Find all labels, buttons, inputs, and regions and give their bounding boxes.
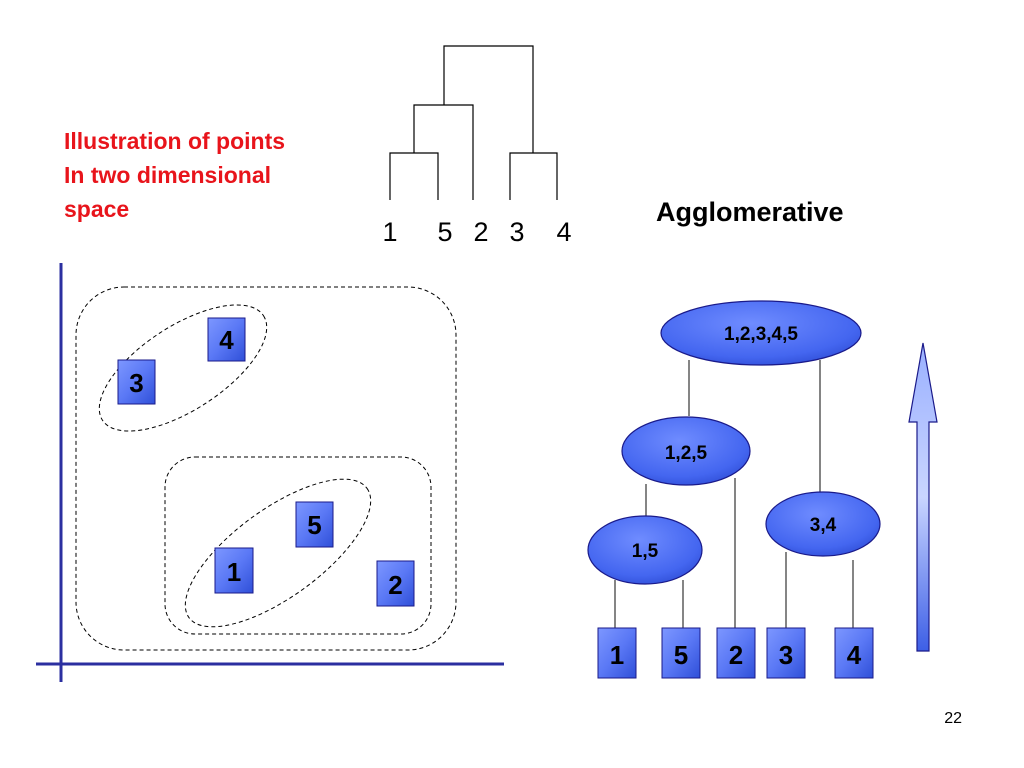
leaf-4: 4 xyxy=(834,627,874,679)
point-1: 1 xyxy=(214,547,254,594)
node-root: 1,2,3,4,5 xyxy=(660,300,862,366)
node-label: 1,5 xyxy=(632,541,659,562)
point-label: 2 xyxy=(388,570,402,600)
caption-line-2: In two dimensional xyxy=(64,162,271,188)
leaf-label: 5 xyxy=(674,640,688,670)
point-4: 4 xyxy=(207,317,246,362)
point-5: 5 xyxy=(295,501,334,548)
point-label: 4 xyxy=(219,325,234,355)
dendro-link-3-4 xyxy=(509,152,558,200)
cluster-outline-125 xyxy=(164,456,432,635)
dendro-link-root xyxy=(443,45,534,153)
node-15: 1,5 xyxy=(587,515,703,585)
node-label: 1,2,5 xyxy=(665,443,708,464)
point-label: 1 xyxy=(227,557,241,587)
dendro-leaf-label: 5 xyxy=(437,217,452,247)
node-label: 3,4 xyxy=(810,515,837,536)
dendro-leaf-label: 4 xyxy=(556,217,571,247)
leaf-1: 1 xyxy=(597,627,637,679)
cluster-outline-all xyxy=(75,286,457,651)
leaf-label: 3 xyxy=(779,640,793,670)
dendro-leaf-label: 2 xyxy=(473,217,488,247)
up-arrow-icon xyxy=(908,342,938,652)
dendrogram: 1 5 2 3 4 xyxy=(382,45,572,247)
leaf-2: 2 xyxy=(716,627,756,679)
agglomerative-tree: 1,2,3,4,5 1,2,5 3,4 1,5 1 5 2 3 xyxy=(587,300,881,679)
point-label: 5 xyxy=(307,510,321,540)
node-125: 1,2,5 xyxy=(621,416,751,486)
node-34: 3,4 xyxy=(765,491,881,557)
point-2: 2 xyxy=(376,560,415,607)
diagram-title: Agglomerative xyxy=(656,197,844,227)
cluster-outline-15 xyxy=(184,478,372,628)
dendro-leaf-label: 3 xyxy=(509,217,524,247)
page-number: 22 xyxy=(944,710,962,727)
caption-line-3: space xyxy=(64,196,129,222)
cluster-outline-34 xyxy=(98,304,268,432)
caption-line-1: Illustration of points xyxy=(64,128,285,154)
dendro-leaf-label: 1 xyxy=(382,217,397,247)
point-space: 4 3 5 1 2 xyxy=(36,263,504,682)
leaf-3: 3 xyxy=(766,627,806,679)
node-label: 1,2,3,4,5 xyxy=(724,324,798,345)
leaf-5: 5 xyxy=(661,627,701,679)
leaf-label: 1 xyxy=(610,640,624,670)
leaf-label: 2 xyxy=(729,640,743,670)
illustration-caption: Illustration of points In two dimensiona… xyxy=(64,128,285,222)
dendro-link-1-5 xyxy=(389,152,439,200)
point-3: 3 xyxy=(117,359,156,405)
leaf-label: 4 xyxy=(847,640,862,670)
point-label: 3 xyxy=(129,368,143,398)
